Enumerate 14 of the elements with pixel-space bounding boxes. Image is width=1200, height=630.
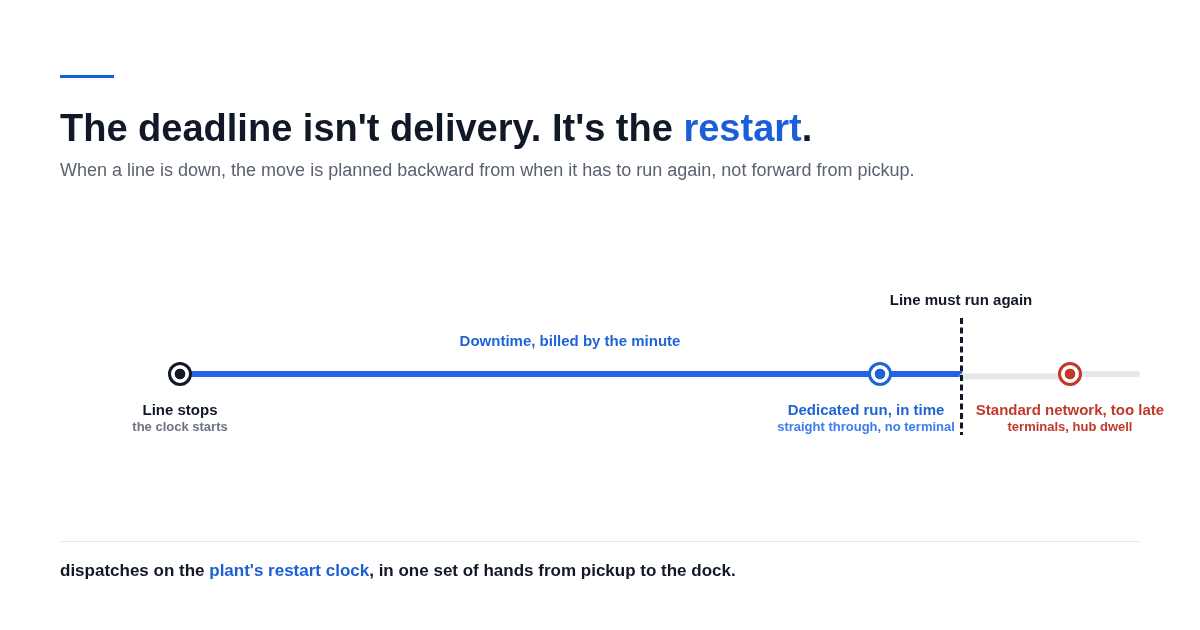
marker-title: Standard network, too late: [975, 401, 1165, 419]
footer-note: dispatches on the plant's restart clock, in one set of hands from pickup to the dock.: [60, 560, 736, 582]
marker-title: Line stops: [142, 401, 218, 419]
marker-title: Dedicated run, in time: [787, 401, 945, 419]
marker-subtitle: terminals, hub dwell: [1007, 419, 1133, 435]
timeline-marker: [1058, 362, 1082, 386]
headline: The deadline isn't delivery. It's the restart.: [60, 106, 813, 151]
subtitle: When a line is down, the move is planned backward from when it has to run again, not forward from pickup.: [60, 159, 915, 181]
deadline-line: [959, 318, 963, 435]
timeline-marker: [168, 362, 192, 386]
deadline-label: Line must run again: [889, 291, 1033, 309]
marker-subtitle: straight through, no terminal: [777, 419, 955, 435]
timeline-marker: [868, 362, 892, 386]
marker-subtitle: the clock starts: [132, 419, 228, 435]
